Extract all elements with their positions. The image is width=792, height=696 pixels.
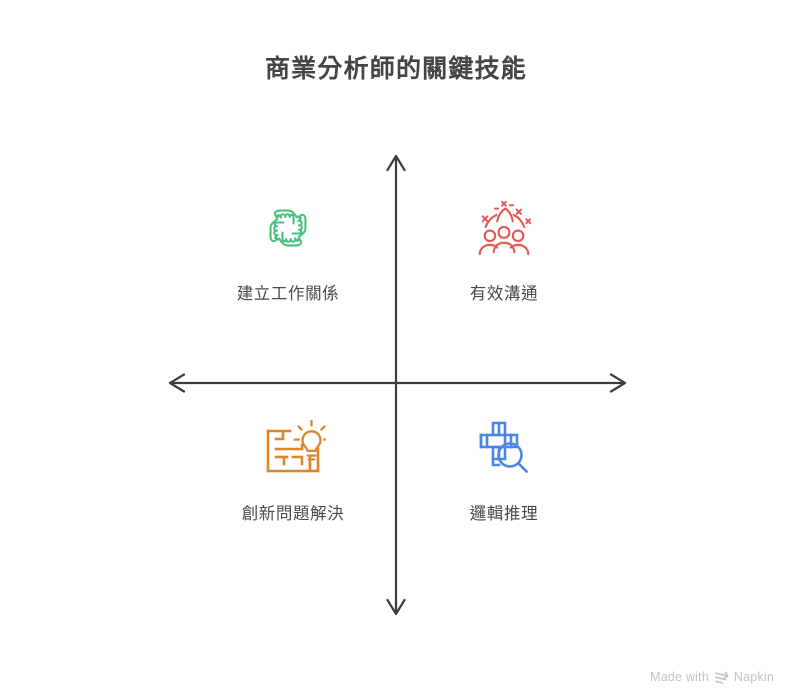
axis-arrow-down-icon [386, 598, 406, 616]
quadrant-top-left-label: 建立工作關係 [236, 285, 340, 303]
quadrant-bottom-right[interactable]: 邏輯推理 [399, 410, 609, 526]
quadrant-bottom-right-label: 邏輯推理 [469, 505, 539, 523]
napkin-watermark[interactable]: Made with Napkin [650, 670, 774, 684]
quadrant-bottom-left-icon-wrap [188, 410, 398, 486]
quadrant-top-right[interactable]: 有效溝通 [399, 190, 609, 306]
axis-arrow-up-icon [386, 154, 406, 172]
crossword-magnifier-icon [479, 421, 528, 473]
quadrant-top-left[interactable]: 建立工作關係 [183, 190, 393, 306]
quadrant-bottom-right-icon-wrap [399, 410, 609, 486]
teamwork-hands-icon [269, 209, 307, 247]
quadrant-top-left-icon-wrap [183, 190, 393, 266]
watermark-brand-text: Napkin [733, 670, 774, 684]
napkin-chevron-logo-icon [714, 671, 729, 684]
axis-arrow-right-icon [609, 373, 627, 393]
quadrant-top-right-icon-wrap [399, 190, 609, 266]
page-title: 商業分析師的關鍵技能 [264, 55, 527, 83]
axis-arrow-left-icon [168, 373, 186, 393]
quadrant-top-right-label: 有效溝通 [469, 285, 539, 303]
quadrant-bottom-left-label: 創新問題解決 [241, 505, 345, 523]
quadrant-bottom-left[interactable]: 創新問題解決 [188, 410, 398, 526]
watermark-made-with-text: Made with [650, 670, 709, 684]
maze-lightbulb-icon [266, 419, 326, 473]
group-celebration-icon [478, 200, 532, 256]
